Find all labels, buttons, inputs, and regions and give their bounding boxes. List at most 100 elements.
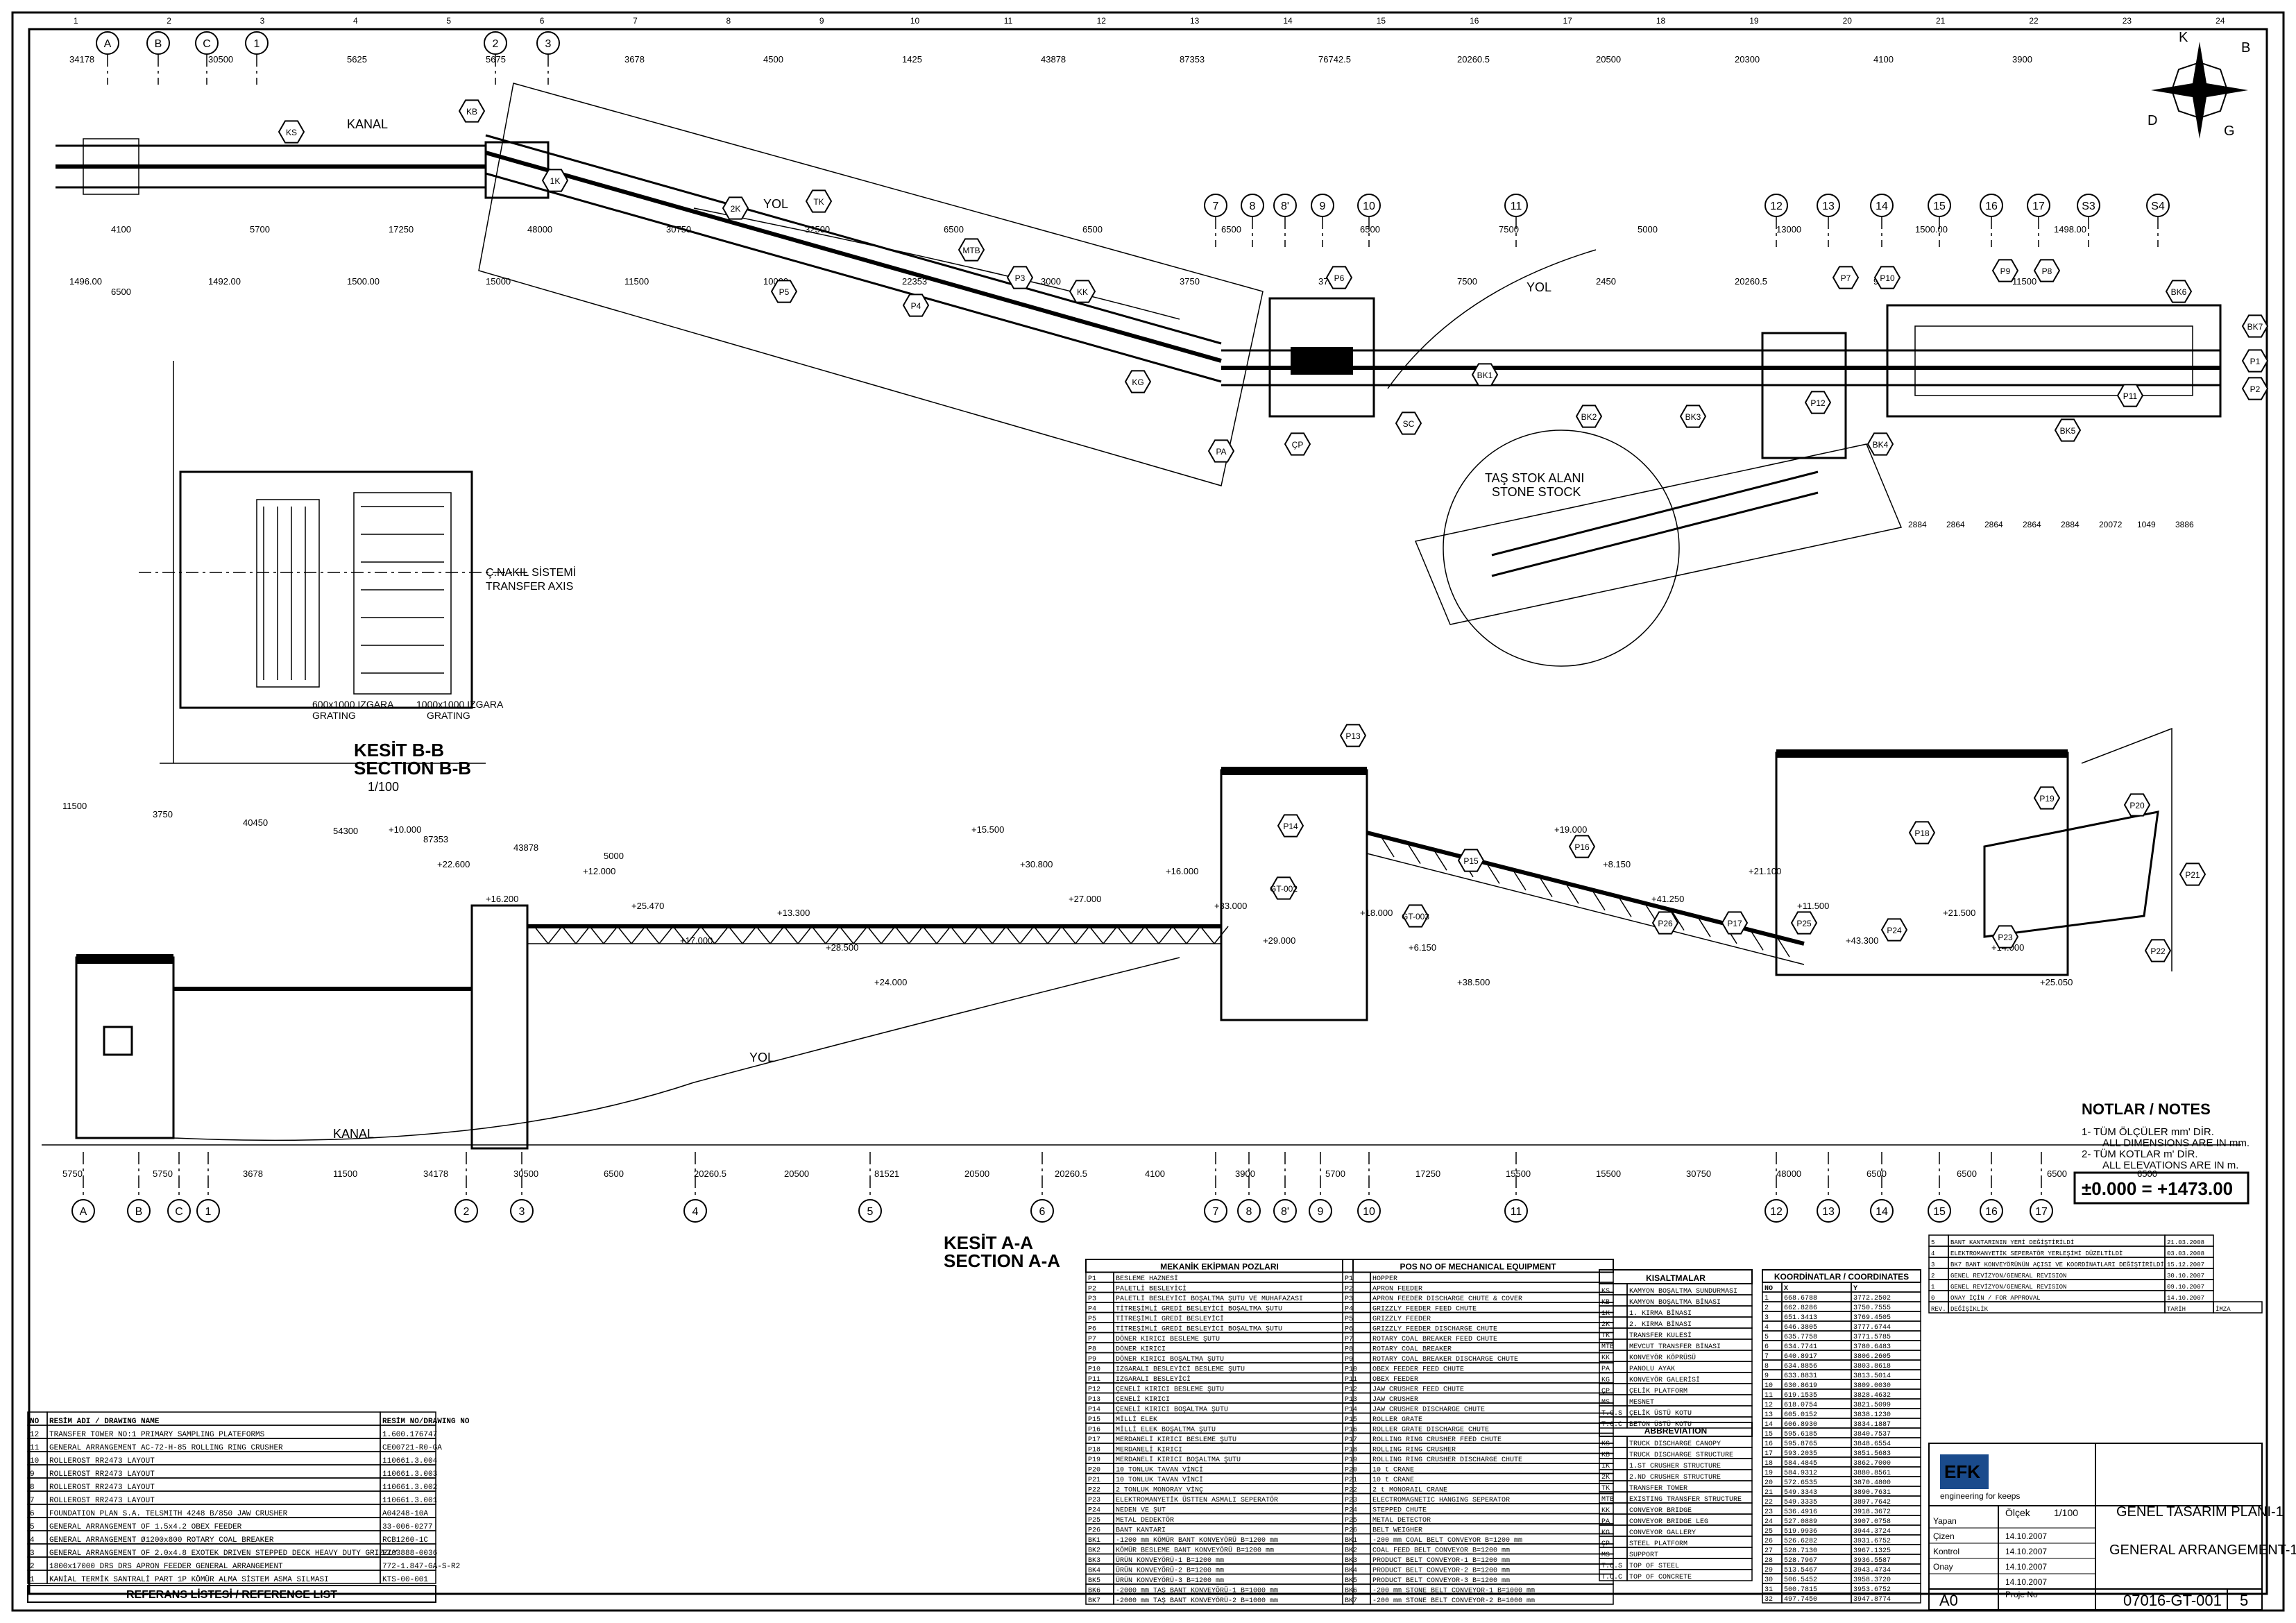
section-dimension: 3750 (153, 809, 173, 819)
table-cell: 10 TONLUK TAVAN VİNCİ (1116, 1465, 1203, 1475)
table-cell: 2K (1601, 1321, 1610, 1329)
label-yol-plan-2: YOL (1527, 280, 1551, 294)
svg-text:6: 6 (1039, 1206, 1046, 1218)
table-cell: 31 (1764, 1586, 1773, 1594)
svg-text:P17: P17 (1727, 919, 1742, 928)
table-cell: 634.8856 (1784, 1363, 1817, 1370)
plan-dimension: 30750 (666, 224, 691, 235)
svg-text:8: 8 (1246, 1206, 1252, 1218)
equipment-tag: P9 (1991, 259, 2019, 282)
table-cell: 4 (1931, 1250, 1934, 1257)
svg-text:7: 7 (1213, 201, 1219, 212)
svg-text:P13: P13 (1345, 731, 1361, 741)
table-cell: BESLEME HAZNESİ (1116, 1274, 1178, 1283)
table-cell: IZGARALI BESLEYİCİ BESLEME ŞUTU (1116, 1365, 1245, 1374)
table-cell: 3851.5683 (1853, 1450, 1891, 1458)
sheet-border-outer (11, 11, 2285, 1612)
table-cell: 2.ND CRUSHER STRUCTURE (1629, 1474, 1721, 1481)
table-cell: BK4 (1088, 1567, 1100, 1575)
svg-text:13: 13 (1822, 1206, 1835, 1218)
svg-text:P22: P22 (2150, 946, 2166, 956)
table-cell: GENEL REVİZYON/GENERAL REVISION (1950, 1272, 2066, 1280)
svg-text:KS: KS (286, 128, 297, 137)
elevation-mark: +10.000 (389, 824, 421, 835)
table-cell: 3943.4734 (1853, 1567, 1891, 1574)
table-title: MEKANİK EKİPMAN POZLARI (1160, 1261, 1279, 1272)
table-cell: PALETLİ BESLEYİCİ BOŞALTMA ŞUTU VE MUHAF… (1116, 1294, 1303, 1303)
plan-axis-bubble: 15 (1928, 194, 1951, 217)
svg-text:P21: P21 (2185, 870, 2200, 880)
section-dimension: 34178 (423, 1169, 448, 1179)
equipment-tag: BK4 (1866, 432, 1894, 456)
table-cell: MİLLİ ELEK BOŞALTMA ŞUTU (1116, 1425, 1216, 1434)
plan-small-dimension: 2884 (2061, 520, 2080, 529)
plan-dimension: 6500 (944, 224, 964, 235)
svg-text:11: 11 (1511, 1206, 1522, 1218)
table-cell: ROTARY COAL BREAKER FEED CHUTE (1372, 1336, 1497, 1343)
plan-dimension: 3678 (624, 54, 645, 65)
table-cell: 26 (1764, 1538, 1773, 1545)
table-cell: İMZA (2216, 1305, 2231, 1313)
table-cell: P16 (1345, 1427, 1357, 1434)
table-cell: PA (1601, 1366, 1610, 1373)
label-yol-plan: YOL (763, 197, 788, 211)
table-cell: 549.3343 (1784, 1489, 1817, 1497)
equipment-tag: P26 (1651, 911, 1679, 935)
section-dimension: 15500 (1506, 1169, 1531, 1179)
table-cell: -200 mm COAL BELT CONVEYOR B=1200 mm (1372, 1537, 1522, 1545)
svg-text:P2: P2 (2250, 384, 2261, 394)
section-axis-bubble: 4 (683, 1199, 707, 1223)
plan-dimension: 1498.00 (2054, 224, 2086, 235)
table-cell: MESNET (1629, 1399, 1654, 1407)
section-axis-bubble: 11 (1504, 1199, 1528, 1223)
table-cell: RCB1260-1C (382, 1536, 428, 1545)
table-cell: P13 (1088, 1396, 1100, 1404)
table-cell: 527.0889 (1784, 1518, 1817, 1526)
table-cell: BK6 (1345, 1588, 1357, 1595)
section-dimension: 54300 (333, 826, 358, 836)
equipment-tag: P15 (1457, 849, 1485, 872)
table-cell: 497.7450 (1784, 1596, 1817, 1604)
table-cell: P2 (1088, 1286, 1096, 1293)
table-cell: 618.0754 (1784, 1402, 1817, 1409)
svg-text:16: 16 (1985, 201, 1998, 212)
table-cell: 3834.1887 (1853, 1421, 1891, 1429)
table-cell: P8 (1088, 1346, 1096, 1354)
table-cell: 3880.8561 (1853, 1470, 1891, 1477)
equipment-tag: PA (1207, 439, 1235, 463)
company-logo: EFK (1940, 1454, 1989, 1489)
svg-text:8': 8' (1281, 201, 1289, 212)
table-cell: 03.03.2008 (2167, 1250, 2204, 1257)
section-bb-title-en: SECTION B-B (354, 758, 471, 779)
plan-dimension: 76742.5 (1318, 54, 1351, 65)
table-cell: 630.8619 (1784, 1382, 1817, 1390)
table-cell: ÜRÜN KONVEYÖRÜ-2 B=1200 mm (1116, 1566, 1224, 1575)
svg-text:P6: P6 (1334, 273, 1345, 283)
table-cell: TRANSFER TOWER NO:1 PRIMARY SAMPLING PLA… (49, 1431, 265, 1439)
table-cell: 3840.7537 (1853, 1431, 1891, 1438)
table-cell: 3771.5785 (1853, 1334, 1891, 1341)
section-dimension: 15500 (1596, 1169, 1621, 1179)
title-block-row-label: Çizen (1933, 1531, 1955, 1541)
table-cell: SUPPORT (1629, 1552, 1658, 1559)
equipment-tag: P8 (2033, 259, 2061, 282)
elevation-mark: +13.300 (777, 908, 810, 918)
table-cell: ÇELİK PLATFORM (1629, 1386, 1687, 1395)
table-cell: 6 (1764, 1343, 1769, 1351)
svg-text:4: 4 (692, 1206, 699, 1218)
table-cell: 3 (30, 1549, 35, 1558)
elevation-mark: +6.150 (1409, 942, 1436, 953)
table-cell: GRIZZLY FEEDER DISCHARGE CHUTE (1372, 1326, 1497, 1334)
elevation-mark: +17.000 (680, 935, 713, 946)
table-cell: CONVEYOR GALLERY (1629, 1529, 1696, 1537)
table-cell: P23 (1345, 1497, 1357, 1504)
table-cell: PRODUCT BELT CONVEYOR-1 B=1200 mm (1372, 1557, 1510, 1565)
table-cell: BK3 (1345, 1557, 1357, 1565)
table-cell: 526.6282 (1784, 1538, 1817, 1545)
label-grating-2: 1000x1000 IZGARA (416, 699, 504, 710)
svg-text:BK3: BK3 (1685, 412, 1701, 422)
table-cell: PA (1601, 1518, 1610, 1526)
